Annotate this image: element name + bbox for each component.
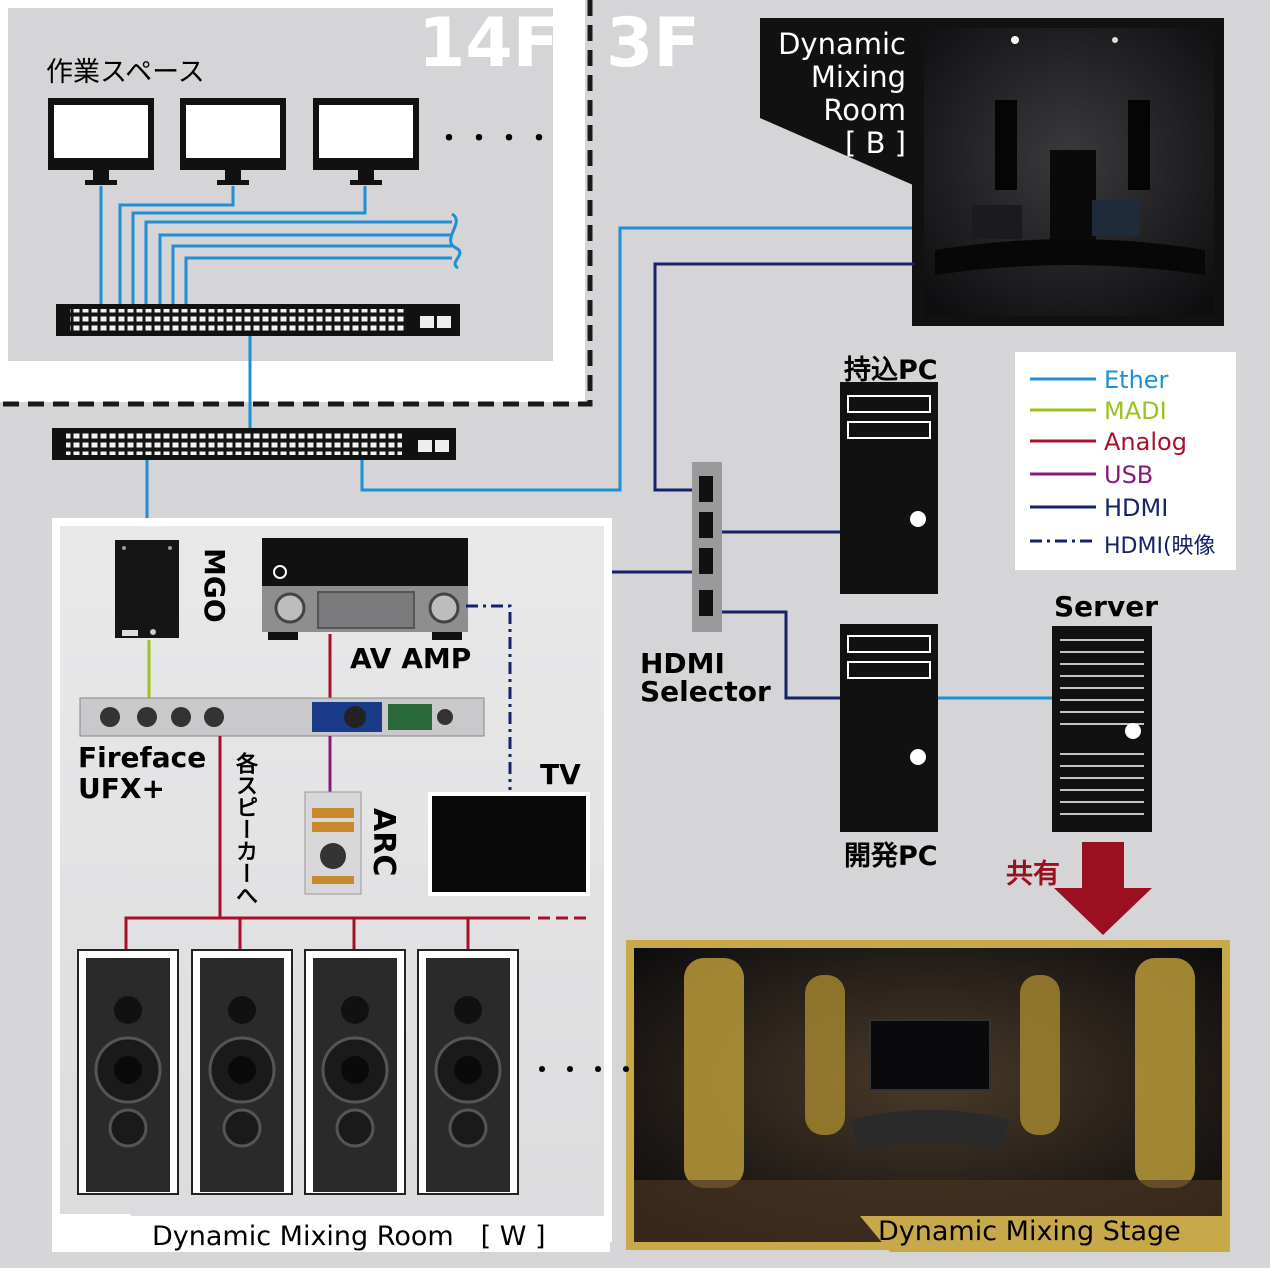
pc-bring-label: 持込PC [844, 355, 938, 386]
speaker-bus [124, 916, 590, 950]
tv-label: TV [540, 758, 581, 791]
av-amp-label: AV AMP [350, 642, 472, 675]
legend-swatches [1030, 377, 1096, 543]
hdmi-selector-label-line-1: HDMI [640, 647, 725, 680]
mgo-device [115, 540, 179, 638]
arc-device [304, 791, 362, 895]
stage-photo [626, 940, 1230, 1252]
shared-arrow [1054, 842, 1152, 935]
room-b-title: Dynamic Mixing Room [ B ] [760, 28, 906, 160]
hdmi-selector-label-line-2: Selector [640, 675, 771, 708]
room-b-title-line-3: Room [823, 93, 906, 127]
pc-bring-tower [840, 382, 938, 594]
room-w-title: Dynamic Mixing Room [ W ] [152, 1221, 546, 1252]
room-b-title-line-1: Dynamic [778, 27, 906, 61]
floor-divider [8, 4, 559, 367]
room-b-photo [760, 18, 1224, 326]
legend-usb: USB [1104, 461, 1154, 489]
legend-box [1015, 352, 1236, 570]
monitor-2 [180, 98, 286, 185]
av-amp-device [262, 538, 468, 640]
work-space-more: ・・・・ [436, 124, 557, 154]
fireface-device [79, 697, 485, 737]
fireface-label-line-2: UFX+ [78, 772, 165, 805]
monitor-1 [48, 98, 154, 185]
floor-divider-dashed [0, 0, 593, 407]
legend-ether: Ether [1104, 366, 1169, 394]
tv-device [428, 792, 590, 896]
work-space-title: 作業スペース [46, 57, 205, 88]
shared-label: 共有 [1006, 859, 1060, 890]
more-speakers: ・・・・ [530, 1056, 642, 1084]
room-b-title-line-4: [ B ] [845, 126, 906, 160]
floor-3f-label: 3F [606, 4, 700, 83]
mgo-label: MGO [198, 548, 231, 623]
pc-dev-tower [840, 624, 938, 832]
hdmi-video-line [466, 604, 512, 790]
legend-madi: MADI [1104, 397, 1167, 425]
speaker-4 [417, 949, 519, 1195]
speaker-3 [304, 949, 406, 1195]
hdmi-selector-device [692, 462, 722, 632]
server-rack [1052, 626, 1152, 832]
monitor-3 [313, 98, 419, 185]
arc-label: ARC [366, 808, 401, 877]
network-switch-3f [52, 428, 456, 460]
ether-lines-14f [99, 186, 915, 540]
network-switch-14f [56, 304, 460, 336]
room-b-title-line-2: Mixing [810, 60, 906, 94]
fireface-label-line-1: Fireface [78, 741, 207, 774]
floor-14f-label: 14F [418, 4, 560, 83]
speaker-2 [191, 949, 293, 1195]
stage-title: Dynamic Mixing Stage [878, 1216, 1181, 1247]
legend-analog: Analog [1104, 428, 1187, 456]
legend-hdmi-video: HDMI(映像 [1104, 534, 1216, 559]
speaker-1 [77, 949, 179, 1195]
fireface-label: Fireface UFX+ [78, 742, 206, 804]
speakers-note: 各スピーカーへ [232, 752, 257, 906]
pc-dev-label: 開発PC [844, 841, 938, 872]
legend-hdmi: HDMI [1104, 494, 1169, 522]
speakers [77, 949, 519, 1195]
server-label: Server [1054, 590, 1159, 623]
hdmi-selector-label: HDMI Selector [640, 650, 771, 706]
